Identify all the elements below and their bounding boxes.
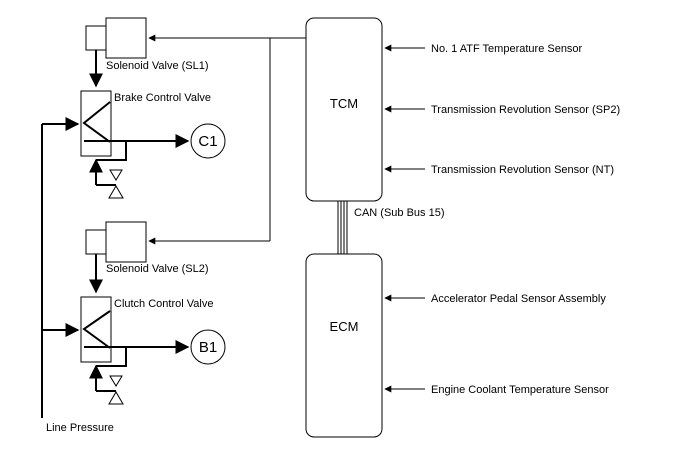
brake-control-valve-label: Brake Control Valve bbox=[114, 92, 211, 104]
ecm-label: ECM bbox=[330, 319, 359, 334]
line-pressure-feed bbox=[41, 117, 80, 418]
ecm-box bbox=[305, 253, 383, 438]
c1-label: C1 bbox=[198, 133, 217, 150]
coolant-temp-sensor-label: Engine Coolant Temperature Sensor bbox=[431, 384, 609, 396]
atf-temp-sensor-label: No. 1 ATF Temperature Sensor bbox=[431, 43, 583, 55]
solenoid-valve-sl2 bbox=[85, 221, 147, 263]
solenoid-valve-sl1 bbox=[85, 17, 147, 59]
ecm-input-2: Engine Coolant Temperature Sensor bbox=[384, 384, 609, 396]
line-pressure-label: Line Pressure bbox=[46, 422, 114, 434]
clutch-control-valve-label: Clutch Control Valve bbox=[114, 298, 213, 310]
nt-sensor-label: Transmission Revolution Sensor (NT) bbox=[431, 164, 614, 176]
tcm-output-wiring bbox=[148, 34, 306, 245]
tcm-input-1: No. 1 ATF Temperature Sensor bbox=[384, 43, 583, 55]
can-bus-label: CAN (Sub Bus 15) bbox=[354, 207, 444, 219]
solenoid-sl1-label: Solenoid Valve (SL1) bbox=[106, 60, 209, 72]
tcm-label: TCM bbox=[330, 96, 358, 111]
brake-valve-drain bbox=[89, 141, 127, 199]
can-bus-lines bbox=[337, 201, 348, 254]
tcm-input-2: Transmission Revolution Sensor (SP2) bbox=[384, 104, 620, 116]
ecm-input-1: Accelerator Pedal Sensor Assembly bbox=[384, 293, 606, 305]
brake-control-valve bbox=[80, 90, 190, 157]
tcm-input-3: Transmission Revolution Sensor (NT) bbox=[384, 164, 614, 176]
clutch-c1-node: C1 bbox=[190, 123, 226, 159]
clutch-control-valve bbox=[80, 296, 190, 363]
b1-label: B1 bbox=[199, 339, 217, 356]
accel-pedal-sensor-label: Accelerator Pedal Sensor Assembly bbox=[431, 293, 606, 305]
clutch-valve-drain bbox=[89, 347, 127, 405]
sp2-sensor-label: Transmission Revolution Sensor (SP2) bbox=[431, 104, 620, 116]
brake-b1-node: B1 bbox=[190, 329, 226, 365]
solenoid-sl2-label: Solenoid Valve (SL2) bbox=[106, 263, 209, 275]
